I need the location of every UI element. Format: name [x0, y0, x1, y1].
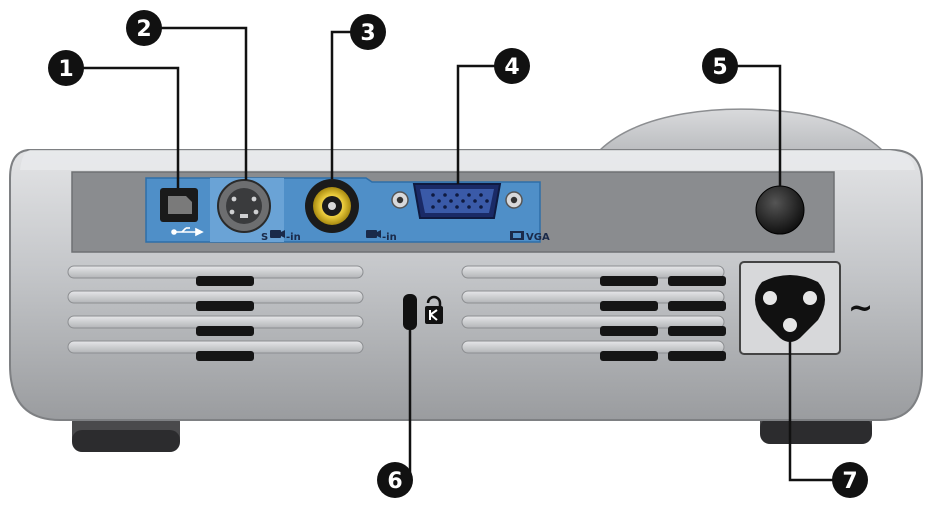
callout-6: 6 [377, 462, 413, 498]
vent-slot [668, 351, 726, 361]
video-camera-icon [270, 230, 285, 238]
kensington-lock-icon [425, 295, 443, 324]
callout-7: 7 [832, 462, 868, 498]
vga-pin [431, 193, 435, 197]
vga-pin [431, 205, 435, 209]
vent-bar [461, 340, 725, 354]
vent-bar [461, 315, 725, 329]
svg-text:5: 5 [712, 55, 727, 80]
vga-pin [467, 205, 471, 209]
usb-port[interactable] [160, 188, 204, 237]
vent-slot [196, 326, 254, 336]
vent-slot [196, 351, 254, 361]
leader-5 [732, 64, 782, 186]
svideo-label: S -in [261, 230, 301, 243]
leader-3 [330, 30, 352, 179]
vent-slot [196, 276, 254, 286]
vga-port[interactable] [391, 183, 523, 219]
vga-pin [485, 199, 489, 203]
callout-4: 4 [494, 48, 530, 84]
callout-leaders [78, 26, 836, 482]
vent-slot [600, 276, 658, 286]
vga-pin [467, 193, 471, 197]
vga-pin [437, 199, 441, 203]
kensington-lock-slot[interactable] [403, 294, 417, 330]
vga-pin [455, 205, 459, 209]
svg-text:2: 2 [136, 17, 151, 42]
ac-power-inlet[interactable] [739, 261, 841, 355]
callout-5: 5 [702, 48, 738, 84]
vent-bar [461, 290, 725, 304]
leader-7 [788, 338, 836, 482]
right-foot-shade [760, 418, 872, 444]
svg-text:4: 4 [504, 55, 519, 80]
svideo-port[interactable] [217, 179, 271, 233]
ir-receiver [755, 185, 805, 235]
composite-video-port[interactable] [305, 179, 359, 233]
left-foot-shade [72, 430, 180, 452]
callout-3: 3 [350, 14, 386, 50]
vent-bar [461, 265, 725, 279]
video-camera-icon [366, 230, 381, 238]
svg-text:7: 7 [842, 469, 857, 494]
vga-pin [461, 199, 465, 203]
svg-text:3: 3 [360, 21, 375, 46]
vga-pin [473, 199, 477, 203]
vga-pin [479, 205, 483, 209]
vga-pin [449, 199, 453, 203]
leader-4 [456, 64, 498, 184]
vga-pin [443, 205, 447, 209]
vga-pin [455, 193, 459, 197]
vent-slot [600, 351, 658, 361]
vga-label: VGA [510, 231, 550, 243]
leader-2 [158, 26, 248, 180]
callout-2: 2 [126, 10, 162, 46]
vent-slot [668, 301, 726, 311]
svg-text:6: 6 [387, 469, 402, 494]
svg-text:1: 1 [58, 57, 73, 82]
vent-slot [600, 326, 658, 336]
vent-slot [668, 276, 726, 286]
vga-pin [479, 193, 483, 197]
vent-slot [668, 326, 726, 336]
callout-1: 1 [48, 50, 84, 86]
vga-pin [443, 193, 447, 197]
usb-icon [171, 227, 204, 237]
body-top-highlight [20, 150, 915, 170]
top-housing-bump [598, 108, 892, 159]
monitor-icon [510, 231, 524, 240]
video-in-label: -in [366, 230, 397, 243]
vga-text: VGA [526, 232, 550, 243]
vga-pins [431, 193, 489, 209]
ac-symbol: ~ [848, 291, 873, 326]
svideo-in-text: -in [286, 232, 301, 243]
vent-slot [600, 301, 658, 311]
video-in-text: -in [382, 232, 397, 243]
vent-grille [67, 265, 726, 361]
vent-slot [196, 301, 254, 311]
svideo-s-text: S [261, 232, 268, 243]
leader-1 [78, 66, 180, 188]
